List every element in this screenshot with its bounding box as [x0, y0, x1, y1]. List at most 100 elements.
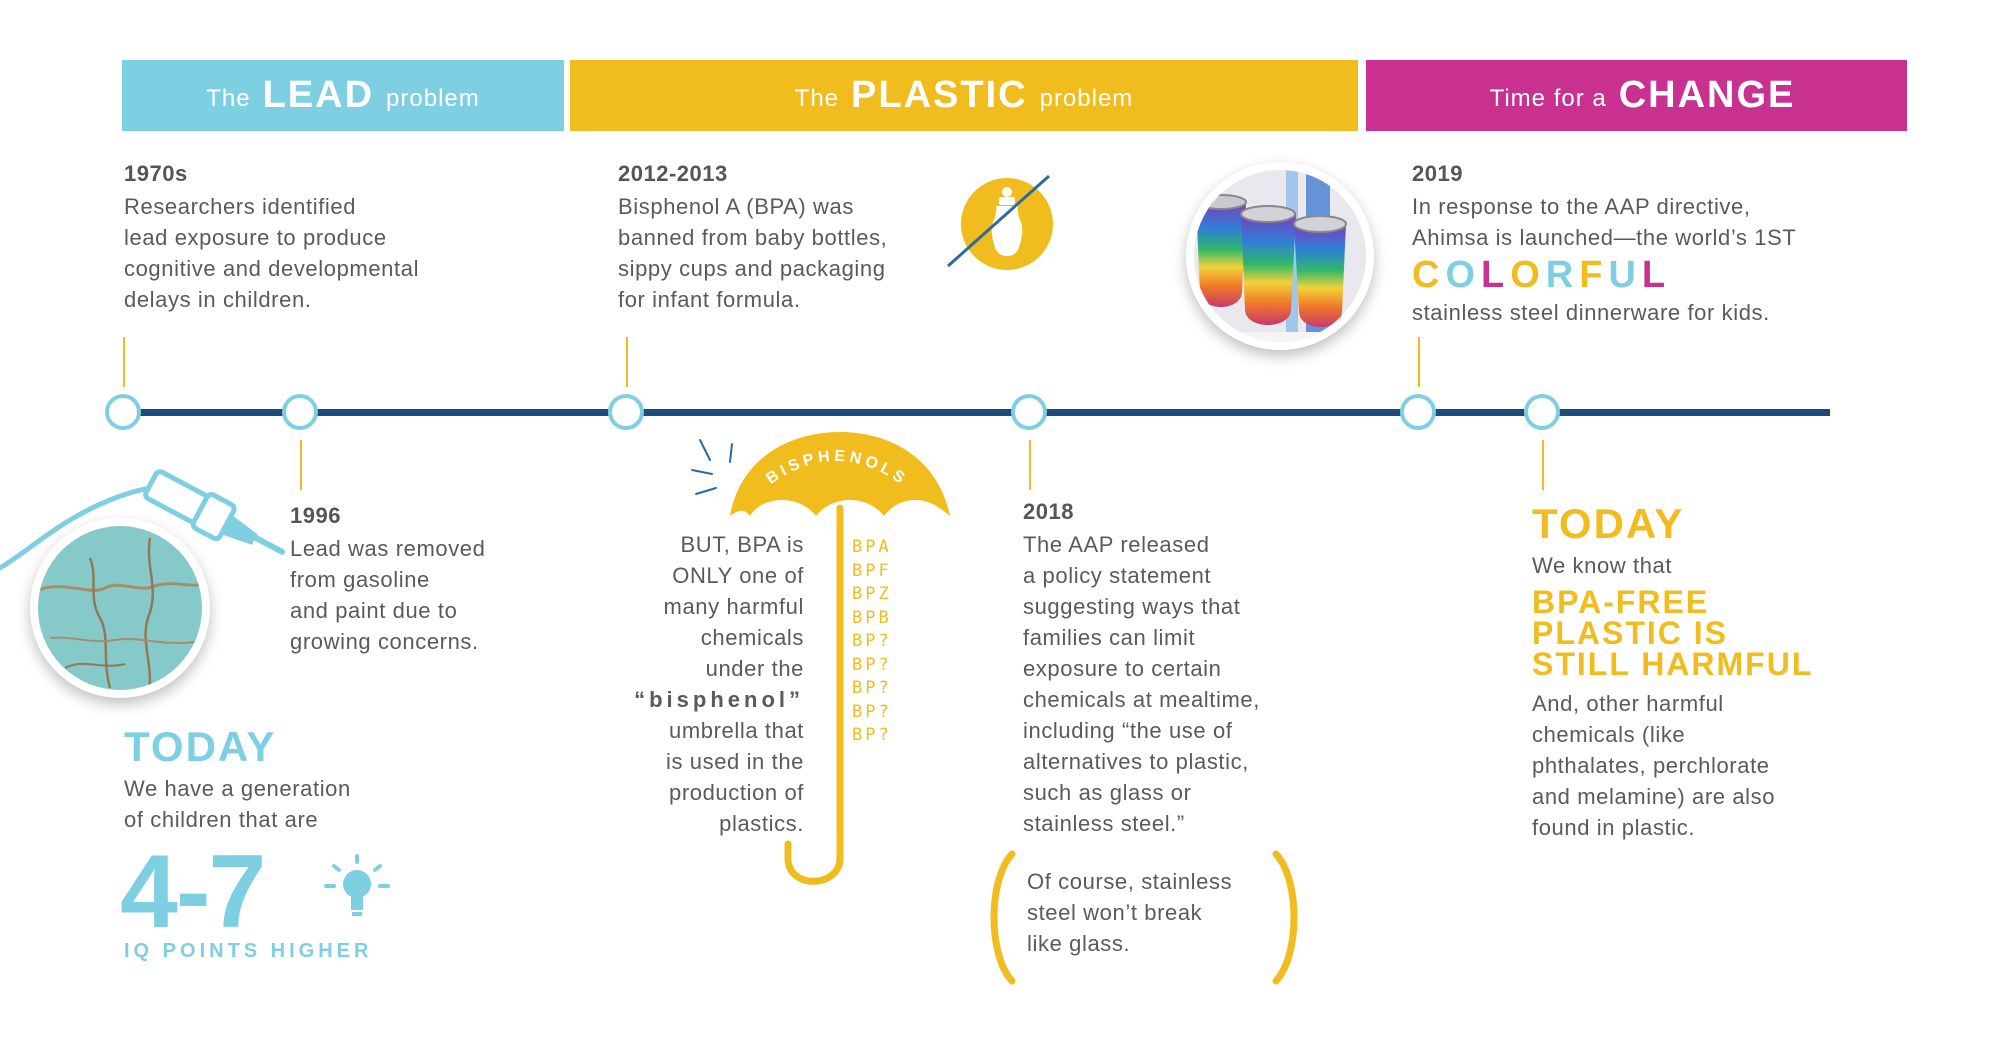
text-line: umbrella that — [669, 718, 804, 743]
bisphenol-item: BPB — [852, 607, 892, 628]
text-line: alternatives to plastic, — [1023, 749, 1249, 774]
banner-lead-title: LEAD — [262, 74, 375, 116]
text-line: “bisphenol” — [634, 687, 804, 712]
today-lead-section: TODAY We have a generation of children t… — [124, 723, 454, 835]
text-line: cognitive and developmental — [124, 256, 420, 281]
colorful-letter: C — [1412, 254, 1446, 296]
today-text: We have a generation of children that ar… — [124, 773, 454, 835]
headline-line: STILL HARMFUL — [1532, 646, 1814, 682]
banner-plastic-pre: The — [794, 84, 840, 112]
text-line: And, other harmful — [1532, 691, 1724, 716]
text-line: production of — [669, 780, 804, 805]
tick-1970s — [123, 337, 125, 387]
event-text: Researchers identified lead exposure to … — [124, 191, 544, 315]
event-text: In response to the AAP directive, Ahimsa… — [1412, 191, 1892, 253]
today-text: And, other harmful chemicals (like phtha… — [1532, 688, 1892, 843]
text-line: families can limit — [1023, 625, 1196, 650]
text-line: chemicals (like — [1532, 722, 1686, 747]
text-line: Ahimsa is launched—the world’s 1ST — [1412, 225, 1797, 250]
banner-lead-pre: The — [206, 84, 251, 112]
text-line: is used in the — [665, 749, 804, 774]
text-line: many harmful — [663, 594, 804, 619]
text-line: including “the use of — [1023, 718, 1233, 743]
bisphenol-item: BPF — [852, 560, 892, 581]
text-line: exposure to certain — [1023, 656, 1222, 681]
banner-plastic-title: PLASTIC — [851, 74, 1028, 116]
tick-1996 — [300, 440, 302, 490]
left-parenthesis — [990, 850, 1016, 985]
text-line: and melamine) are also — [1532, 784, 1776, 809]
bisphenol-item: BP? — [852, 678, 892, 698]
text-line: like glass. — [1027, 931, 1131, 956]
event-2019: 2019 In response to the AAP directive, A… — [1412, 161, 1892, 328]
event-1970s: 1970s Researchers identified lead exposu… — [124, 161, 544, 315]
event-text: The AAP released a policy statement sugg… — [1023, 529, 1323, 839]
banner-time-for-change: Time for a CHANGE — [1366, 60, 1907, 131]
tick-today — [1542, 440, 1544, 490]
colorful-letter: O — [1510, 254, 1546, 296]
rainbow-cups-photo — [1186, 162, 1374, 350]
event-year: 2012-2013 — [618, 161, 728, 186]
text-line: for infant formula. — [618, 287, 801, 312]
right-parenthesis — [1272, 850, 1298, 985]
timeline-dot-2019 — [1400, 394, 1436, 430]
event-2012-2013: 2012-2013 Bisphenol A (BPA) was banned f… — [618, 161, 948, 315]
bisphenol-item: BP? — [852, 654, 892, 675]
headline-line: PLASTIC IS — [1532, 615, 1729, 651]
event-year: 2018 — [1023, 499, 1074, 524]
umbrella-icon: BISPHENOLS — [691, 432, 950, 885]
text-line: ONLY one of — [672, 563, 804, 588]
no-baby-bottle-icon — [947, 174, 1053, 270]
event-year: 2019 — [1412, 161, 1463, 186]
tick-2012 — [626, 337, 628, 387]
iq-number: 4-7 — [120, 834, 266, 950]
timeline-dot-1970s — [105, 394, 141, 430]
text-line: delays in children. — [124, 287, 312, 312]
colorful-letter: L — [1641, 254, 1672, 296]
text-line: Lead was removed — [290, 536, 486, 561]
text-line: The AAP released — [1023, 532, 1210, 557]
text-line: a policy statement — [1023, 563, 1212, 588]
text-line: chemicals at mealtime, — [1023, 687, 1260, 712]
bpa-note: BUT, BPA is ONLY one of many harmful che… — [590, 529, 804, 839]
banner-change-pre: Time for a — [1489, 84, 1607, 112]
banner-plastic-post: problem — [1039, 84, 1134, 112]
text-line: banned from baby bottles, — [618, 225, 888, 250]
text-line: steel won’t break — [1027, 900, 1203, 925]
text-line: Of course, stainless — [1027, 869, 1233, 894]
today-title: TODAY — [1532, 500, 1685, 547]
event-year: 1970s — [124, 161, 188, 186]
bisphenol-item: BPA — [852, 537, 892, 557]
today-headline: BPA-FREE PLASTIC IS STILL HARMFUL — [1532, 584, 1892, 682]
iq-caption: IQ POINTS HIGHER — [124, 940, 373, 962]
text-line: We have a generation — [124, 776, 351, 801]
timeline-line — [124, 409, 1830, 416]
banner-lead-post: problem — [386, 84, 480, 112]
text-line: such as glass or — [1023, 780, 1192, 805]
colorful-letter: L — [1481, 254, 1511, 296]
timeline-dot-2018 — [1011, 394, 1047, 430]
text-line: plastics. — [719, 811, 804, 836]
banner-lead-problem: The LEAD problem — [122, 60, 564, 131]
colorful-letter: U — [1608, 254, 1642, 296]
colorful-letter: R — [1545, 254, 1580, 296]
lightbulb-icon — [324, 854, 390, 916]
tick-2019 — [1418, 337, 1420, 387]
timeline-dot-today — [1524, 394, 1560, 430]
text-line: growing concerns. — [290, 629, 479, 654]
text-line: suggesting ways that — [1023, 594, 1241, 619]
text-line: BUT, BPA is — [680, 532, 804, 557]
headline-line: BPA-FREE — [1532, 584, 1710, 620]
gas-pump-nozzle-icon — [0, 469, 286, 571]
text-line: In response to the AAP directive, — [1412, 194, 1751, 219]
event-text: Lead was removed from gasoline and paint… — [290, 533, 590, 657]
bisphenol-item: BP? — [852, 725, 892, 745]
text-line: from gasoline — [290, 567, 430, 592]
event-text: Bisphenol A (BPA) was banned from baby b… — [618, 191, 948, 315]
text-line: chemicals — [700, 625, 804, 650]
today-title: TODAY — [124, 723, 277, 770]
event-2018: 2018 The AAP released a policy statement… — [1023, 499, 1323, 839]
event-1996: 1996 Lead was removed from gasoline and … — [290, 503, 590, 657]
colorful-word: COLORFUL — [1412, 255, 1892, 295]
text-line: under the — [705, 656, 804, 681]
